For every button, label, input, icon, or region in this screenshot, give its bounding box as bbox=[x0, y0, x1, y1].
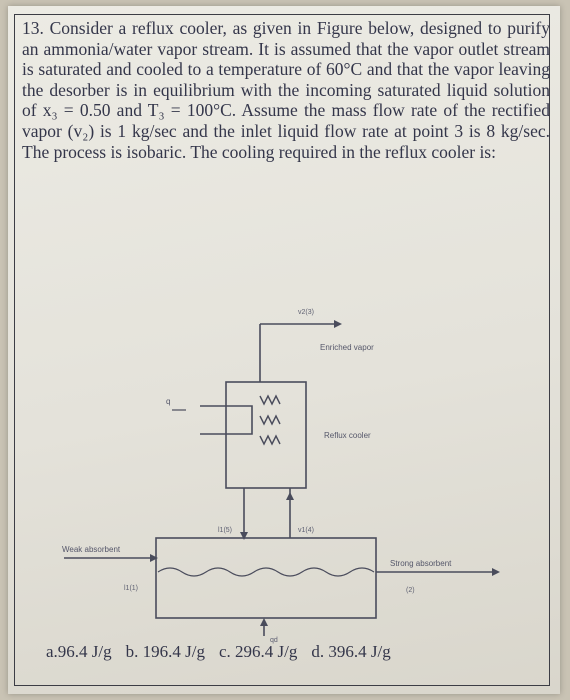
weak-absorbent-label: Weak absorbent bbox=[62, 545, 121, 554]
reflux-cooler-label: Reflux cooler bbox=[324, 431, 371, 440]
reflux-cooler-box bbox=[225, 381, 307, 489]
question-number: 13. bbox=[22, 18, 44, 38]
coil-symbol bbox=[259, 394, 281, 446]
coil-loop bbox=[240, 405, 253, 435]
answer-option-a[interactable]: a.96.4 J/g bbox=[46, 642, 112, 661]
reflux-arrow bbox=[240, 532, 248, 540]
reflux-stream-label: l1(5) bbox=[218, 527, 232, 534]
question-body: Consider a reflux cooler, as given in Fi… bbox=[22, 18, 550, 162]
vapor-outlet-arrow bbox=[334, 320, 342, 328]
desorber-heat-label: qd bbox=[270, 637, 278, 644]
weak-absorbent-arrow bbox=[150, 554, 158, 562]
paper-sheet: 13. Consider a reflux cooler, as given i… bbox=[8, 6, 560, 694]
desorber-vessel bbox=[155, 537, 377, 619]
enriched-vapor-label: Enriched vapor bbox=[320, 343, 374, 352]
vapor-out-state-label: v2(3) bbox=[298, 309, 314, 316]
question-frame bbox=[14, 14, 550, 686]
vapor-stream-label: v1(4) bbox=[298, 527, 314, 534]
cooler-heat-label: q bbox=[166, 397, 170, 406]
question-text: 13. Consider a reflux cooler, as given i… bbox=[22, 18, 550, 162]
answer-options: a.96.4 J/g b. 196.4 J/g c. 296.4 J/g d. … bbox=[46, 642, 546, 662]
strong-state-label: (2) bbox=[406, 587, 415, 594]
vapor-up-arrow bbox=[286, 492, 294, 500]
strong-absorbent-arrow bbox=[492, 568, 500, 576]
reflux-cooler-diagram: v2(3) Enriched vapor Reflux cooler q l1(… bbox=[62, 309, 500, 644]
strong-absorbent-label: Strong absorbent bbox=[390, 559, 452, 568]
answer-option-b[interactable]: b. 196.4 J/g bbox=[125, 642, 205, 661]
desorber-heat-arrow bbox=[260, 618, 268, 626]
liquid-level bbox=[157, 567, 375, 577]
answer-option-c[interactable]: c. 296.4 J/g bbox=[218, 642, 298, 661]
weak-state-label: l1(1) bbox=[124, 585, 138, 592]
answer-option-d[interactable]: d. 396.4 J/g bbox=[311, 642, 391, 661]
